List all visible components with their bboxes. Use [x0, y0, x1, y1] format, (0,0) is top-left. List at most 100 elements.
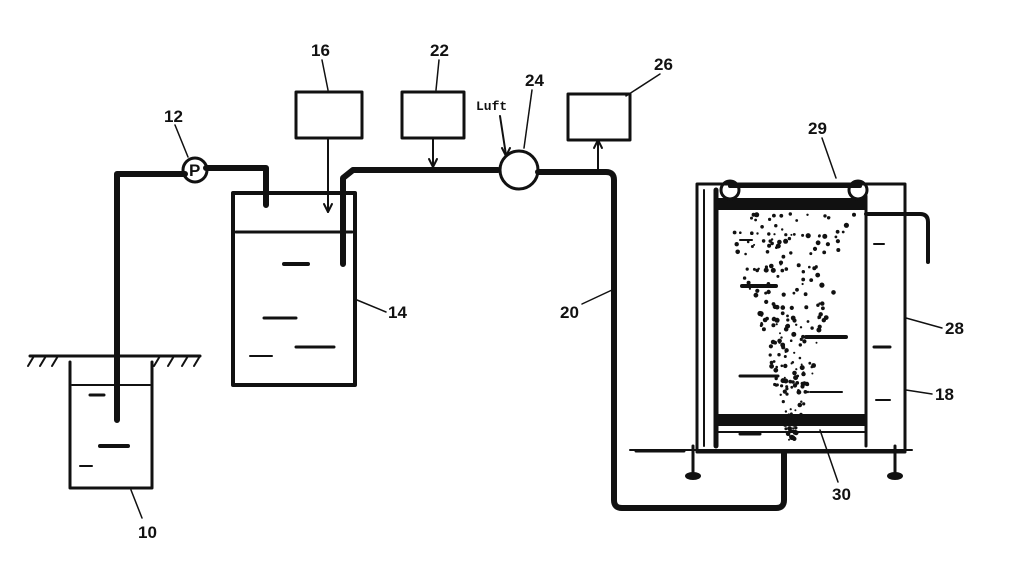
spray-particle — [799, 365, 805, 371]
spray-particle — [750, 231, 754, 235]
spray-particle — [792, 291, 796, 295]
spray-particle — [769, 360, 774, 365]
spray-particle — [809, 252, 813, 256]
spray-particle — [819, 282, 825, 288]
box-26 — [566, 92, 632, 142]
spray-particle — [768, 217, 772, 221]
spray-particle — [825, 242, 831, 247]
spray-particle — [792, 427, 795, 430]
spray-particle — [789, 305, 794, 310]
spray-particle — [779, 263, 782, 266]
spray-particle — [795, 368, 798, 371]
pump-outlet-pipe — [203, 165, 269, 208]
spray-particle — [810, 365, 814, 369]
spray-particle — [790, 385, 794, 389]
label-pipe-20: 20 — [560, 303, 579, 322]
spray-particle — [746, 280, 751, 285]
spray-particle — [745, 267, 749, 271]
spray-particle — [803, 390, 808, 394]
spray-particle — [789, 434, 795, 440]
spray-particle — [799, 337, 803, 341]
spray-particle — [783, 326, 789, 332]
label-box-26: 26 — [654, 55, 673, 74]
spray-particle — [835, 239, 841, 244]
spray-particle — [779, 393, 782, 396]
spray-particle — [775, 365, 778, 369]
spray-particle — [771, 302, 776, 306]
spray-particle — [776, 274, 780, 278]
spray-particle — [768, 353, 772, 357]
label-top-29: 29 — [808, 119, 827, 138]
spray-particle — [822, 250, 827, 255]
spray-particle — [783, 376, 786, 379]
spray-particle — [784, 427, 788, 431]
label-vessel-18: 18 — [935, 385, 954, 404]
spray-particle — [765, 250, 770, 254]
spray-particle — [783, 363, 788, 369]
spray-particle — [788, 212, 792, 216]
spray-particle — [843, 222, 850, 228]
spray-particle — [783, 378, 789, 384]
spray-cone — [732, 212, 856, 441]
spray-particle — [801, 371, 806, 377]
spray-particle — [789, 251, 793, 255]
spray-particle — [795, 287, 799, 292]
spray-particle — [806, 320, 810, 323]
spray-particle — [748, 287, 752, 290]
spray-particle — [796, 263, 801, 268]
spray-particle — [802, 339, 807, 344]
spray-particle — [784, 350, 787, 353]
spray-particle — [754, 218, 757, 222]
pipe-20 — [535, 169, 787, 511]
spray-particle — [789, 408, 792, 411]
spray-particle — [764, 265, 769, 269]
spray-particle — [781, 254, 786, 259]
spray-particle — [823, 214, 827, 218]
spray-particle — [770, 267, 776, 273]
spray-particle — [766, 289, 771, 295]
spray-particle — [767, 232, 771, 236]
spray-particle — [786, 415, 789, 418]
spray-particle — [761, 239, 766, 243]
spray-particle — [761, 327, 766, 332]
spray-particle — [783, 418, 788, 423]
spray-particle — [766, 282, 771, 286]
spray-particle — [775, 323, 778, 326]
spray-particle — [773, 382, 777, 387]
spray-particle — [791, 415, 795, 420]
spray-particle — [781, 292, 786, 297]
spray-particle — [784, 233, 788, 237]
spray-particle — [768, 239, 772, 243]
spray-particle — [821, 318, 826, 323]
spray-particle — [790, 412, 793, 416]
pump-12: P — [181, 156, 209, 184]
label-vessel-28: 28 — [945, 319, 964, 338]
spray-particle — [783, 238, 789, 244]
spray-particle — [787, 236, 792, 241]
spray-particle — [801, 334, 805, 339]
spray-particle — [794, 431, 798, 435]
box-16 — [294, 90, 364, 140]
spray-particle — [780, 342, 786, 348]
spray-particle — [774, 224, 778, 228]
spray-particle — [786, 318, 790, 322]
spray-particle — [790, 233, 793, 236]
spray-particle — [809, 278, 814, 282]
spray-particle — [812, 266, 817, 271]
spray-particle — [760, 225, 764, 229]
dip-pipe — [340, 167, 501, 267]
spray-particle — [781, 400, 785, 404]
spray-particle — [792, 383, 798, 388]
spray-particle — [784, 267, 789, 271]
label-box-16: 16 — [311, 41, 330, 60]
spray-particle — [821, 306, 825, 311]
spray-particle — [793, 375, 799, 381]
label-tank-10: 10 — [138, 523, 157, 542]
spray-particle — [785, 392, 789, 396]
spray-particle — [798, 343, 802, 347]
spray-particle — [732, 230, 737, 235]
spray-particle — [794, 426, 798, 430]
spray-particle — [799, 326, 803, 329]
spray-particle — [744, 252, 747, 256]
